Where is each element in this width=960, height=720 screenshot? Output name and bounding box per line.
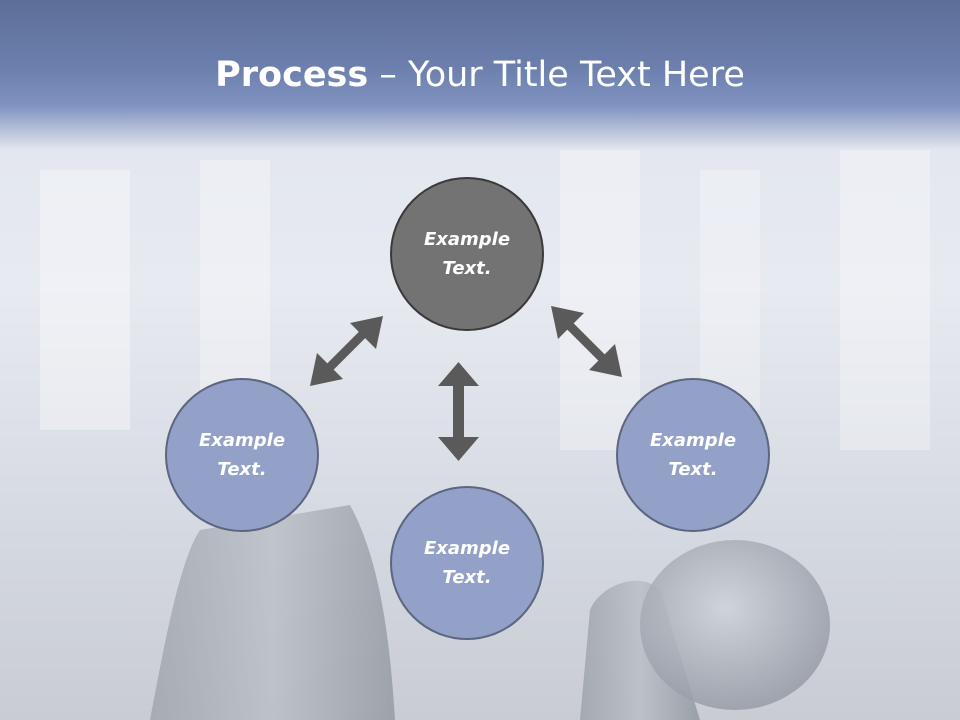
slide-title: Process – Your Title Text Here <box>0 52 960 98</box>
process-node-bottom: Example Text. <box>390 486 544 640</box>
slide-title-bold: Process <box>215 55 369 95</box>
slide-title-rest: – Your Title Text Here <box>368 55 745 95</box>
process-node-bottom-label: Example Text. <box>423 538 511 588</box>
process-node-top: Example Text. <box>390 177 544 331</box>
title-band <box>0 0 960 150</box>
process-node-left-label: Example Text. <box>198 430 286 480</box>
process-node-left: Example Text. <box>165 378 319 532</box>
process-node-top-label: Example Text. <box>423 229 511 279</box>
process-node-right: Example Text. <box>616 378 770 532</box>
process-node-right-label: Example Text. <box>649 430 737 480</box>
